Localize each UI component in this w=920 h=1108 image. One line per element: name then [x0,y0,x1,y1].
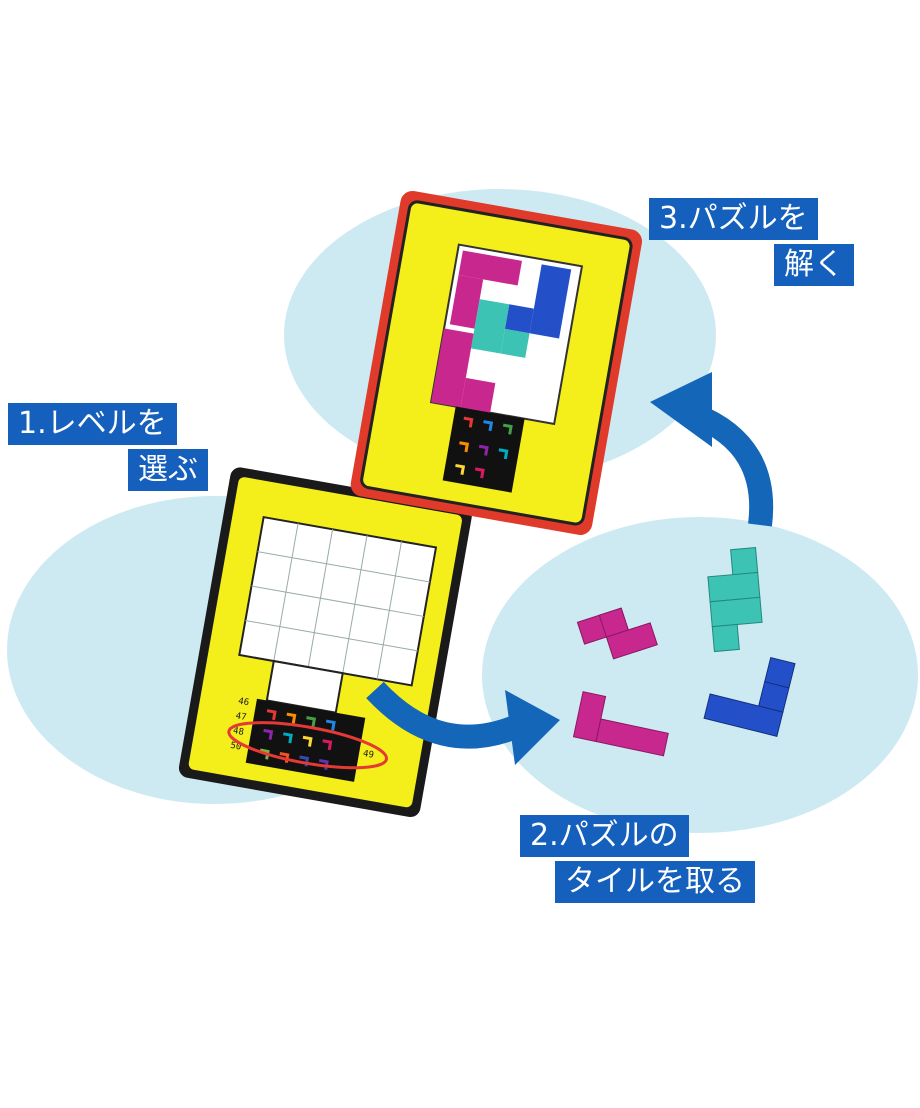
tile-blue [703,656,796,737]
level-glyphs [259,709,336,770]
step-2-label-line2: タイルを取る [555,861,755,903]
level-number-47: 47 [235,711,247,723]
step-1-label-line1: 1.レベルを [8,403,177,445]
step-2-label-line1: 2.パズルの [520,815,689,857]
step-3-label-line2: 解く [774,244,854,286]
step-1-label-line2: 選ぶ [128,449,208,491]
tile-teal [707,547,763,653]
card-grid [238,515,438,714]
level-card: 46 47 48 49 50 [178,467,472,818]
arrow-step1-to-step2 [366,681,560,765]
arrow-step2-to-step3 [650,372,774,527]
oval-step-2 [474,509,920,841]
level-number-48: 48 [232,726,244,738]
level-number-49: 49 [362,749,374,761]
step-3-label-line1: 3.パズルを [649,198,818,240]
level-number-46: 46 [237,697,249,709]
level-strip [245,698,366,782]
puzzle-case [350,190,643,535]
level-number-50: 50 [230,741,242,753]
tile-magenta-t [576,607,658,660]
puzzle-tiles [572,547,796,757]
level-highlight-ring [227,721,389,770]
tile-magenta-l [572,691,669,757]
